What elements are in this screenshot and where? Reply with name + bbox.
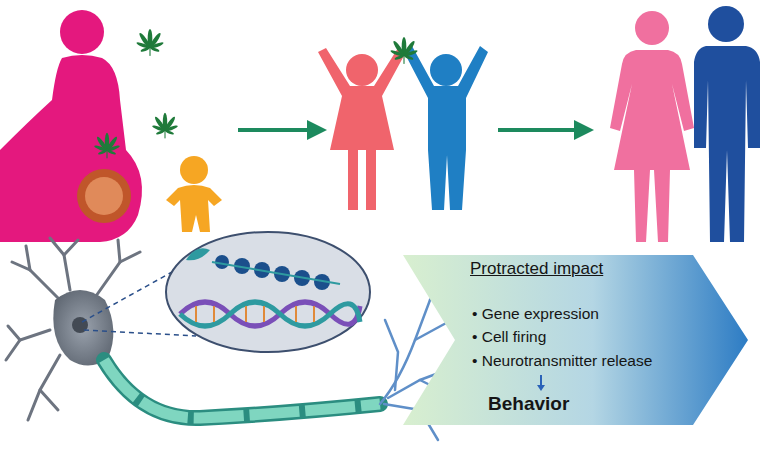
baby xyxy=(166,156,222,232)
flow-arrow xyxy=(498,128,590,132)
womb xyxy=(77,169,131,223)
boy xyxy=(404,46,488,210)
chevron-outline xyxy=(403,255,748,425)
arrow-head xyxy=(537,385,545,391)
heading: Protracted impact xyxy=(470,259,603,279)
adult-man xyxy=(694,6,760,242)
girl xyxy=(318,48,406,210)
bullet-item: • Neurotransmitter release xyxy=(472,352,652,371)
cannabis-leaf xyxy=(136,29,164,56)
flow-arrow xyxy=(238,128,323,132)
cannabis-leaf xyxy=(94,133,121,159)
dna-inset xyxy=(82,232,370,352)
chevron-shape xyxy=(403,255,748,425)
impact-chevron: Protracted impact • Gene expression • Cell… xyxy=(403,255,748,425)
fetus xyxy=(85,177,123,215)
down-arrow xyxy=(540,375,542,386)
cannabis-leaf xyxy=(390,37,418,64)
cannabis-leaf xyxy=(152,113,179,139)
adult-woman xyxy=(610,11,694,242)
bullet-item: • Gene expression xyxy=(472,305,599,324)
outcome-text: Behavior xyxy=(488,393,569,416)
pregnant-woman xyxy=(0,10,142,242)
bullet-item: • Cell firing xyxy=(472,328,546,347)
